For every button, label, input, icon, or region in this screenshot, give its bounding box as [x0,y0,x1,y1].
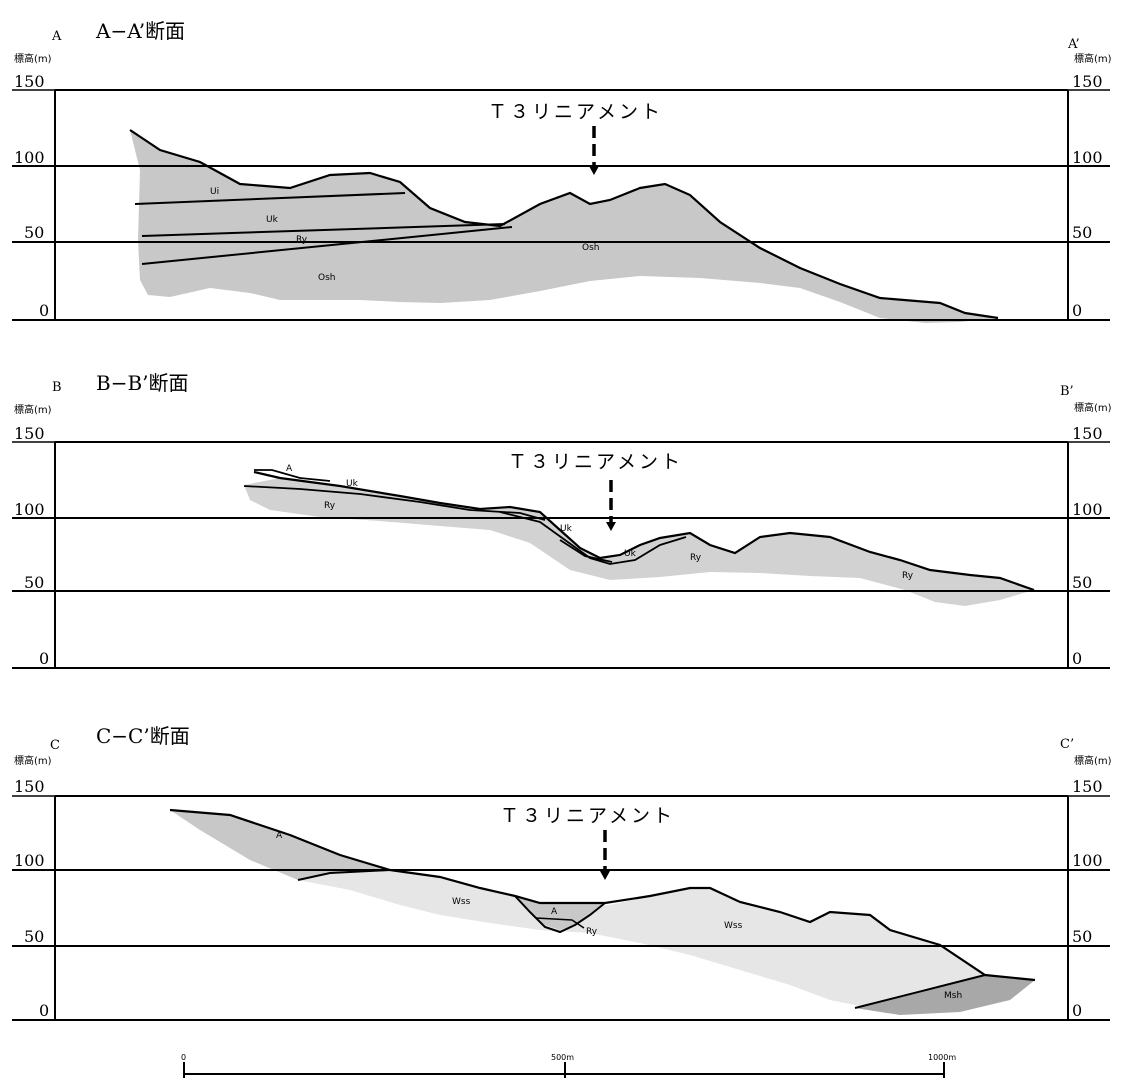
scale-label-0: 0 [181,1053,186,1062]
tick-right-50: 50 [1072,223,1092,242]
unit-label: Ry [690,553,702,563]
scale-label-500: 500m [551,1053,574,1062]
section-title: A−A’断面 [95,19,185,43]
unit-label: Ry [296,235,308,245]
section-b-gray-fill [244,478,1034,606]
section-c-msh-fill [855,975,1035,1015]
unit-label: Wss [724,921,743,931]
section-b-uk-layer-3 [559,539,613,563]
section-c-channel-boundary [514,895,606,934]
left-elevation-label: 標高(m) [14,754,52,767]
section-title: B−B’断面 [96,371,189,395]
section-a-gray-fill [130,130,998,323]
tick-right-100: 100 [1072,851,1103,870]
section-a-ry-boundary [141,226,513,265]
lineament-arrowhead [606,522,616,531]
unit-label: Uk [346,479,359,489]
section-a-ground-surface [129,129,999,320]
section-c-channel-fill [515,896,605,930]
unit-label: Ry [324,501,336,511]
right-elevation-label: 標高(m) [1074,754,1112,767]
section-a-ui-boundary [134,192,406,205]
section-c-wss-fill [298,870,985,1006]
section-c-a-fill [170,810,390,880]
section-a-uk-boundary [141,223,506,237]
tick-left-100: 100 [14,500,45,519]
right-end-label: A’ [1067,37,1080,52]
left-end-label: B [52,380,62,395]
right-elevation-label: 標高(m) [1074,401,1112,414]
section-c-ry-boundary [535,917,585,929]
unit-label: Uk [624,549,637,559]
section-title: C−C’断面 [96,724,190,748]
lineament-label: Ｔ３リニアメント [488,101,663,123]
left-elevation-label: 標高(m) [14,403,52,416]
section-c-msh-boundary [854,974,986,1009]
section-b-a-layer [254,469,331,482]
section-b-uk-layer-2 [499,511,687,565]
unit-label: A [551,907,558,917]
scale-label-1000: 1000m [928,1053,956,1062]
unit-label: Ry [902,571,914,581]
tick-left-150: 150 [14,777,45,796]
section-c: C−C’断面 C 標高(m) C’ 標高(m) 150 100 50 0 150… [12,724,1112,1021]
lineament-arrowhead [589,166,599,175]
unit-label: A [286,464,293,474]
left-end-label: A [51,29,62,44]
left-elevation-label: 標高(m) [14,52,52,65]
section-b-uk-layer [243,485,546,521]
tick-left-0: 0 [39,649,49,668]
unit-label: A [276,831,283,841]
unit-label: Wss [452,897,471,907]
right-elevation-label: 標高(m) [1074,52,1112,65]
tick-left-150: 150 [14,424,45,443]
tick-right-100: 100 [1072,500,1103,519]
tick-left-50: 50 [24,573,44,592]
tick-right-150: 150 [1072,777,1103,796]
right-end-label: C’ [1060,737,1074,752]
tick-right-0: 0 [1072,301,1082,320]
tick-left-150: 150 [14,72,45,91]
tick-right-0: 0 [1072,649,1082,668]
lineament-label: Ｔ３リニアメント [500,805,675,827]
unit-label: Ry [586,927,598,937]
tick-right-50: 50 [1072,573,1092,592]
unit-label: Ui [210,187,219,197]
section-b-ground-surface [253,470,1035,592]
tick-left-50: 50 [24,223,44,242]
tick-right-0: 0 [1072,1001,1082,1020]
left-end-label: C [50,738,60,753]
tick-left-0: 0 [39,301,49,320]
tick-right-150: 150 [1072,72,1103,91]
section-c-ground-surface [169,808,1036,982]
section-a: A−A’断面 A 標高(m) A’ 標高(m) 150 100 50 0 150… [12,19,1112,323]
tick-right-50: 50 [1072,927,1092,946]
tick-right-150: 150 [1072,424,1103,443]
tick-left-100: 100 [14,148,45,167]
lineament-label: Ｔ３リニアメント [508,451,683,473]
section-b: B−B’断面 B 標高(m) B’ 標高(m) 150 100 50 0 150… [12,371,1112,669]
unit-label: Osh [582,243,599,253]
tick-right-100: 100 [1072,148,1103,167]
scale-bar: 0 500m 1000m [181,1053,956,1078]
unit-label: Uk [266,215,279,225]
unit-label: Uk [560,524,573,534]
lineament-arrowhead [600,871,610,880]
unit-label: Msh [944,991,962,1001]
right-end-label: B’ [1060,384,1074,399]
tick-left-0: 0 [39,1001,49,1020]
tick-left-50: 50 [24,927,44,946]
unit-label: Osh [318,273,335,283]
tick-left-100: 100 [14,851,45,870]
